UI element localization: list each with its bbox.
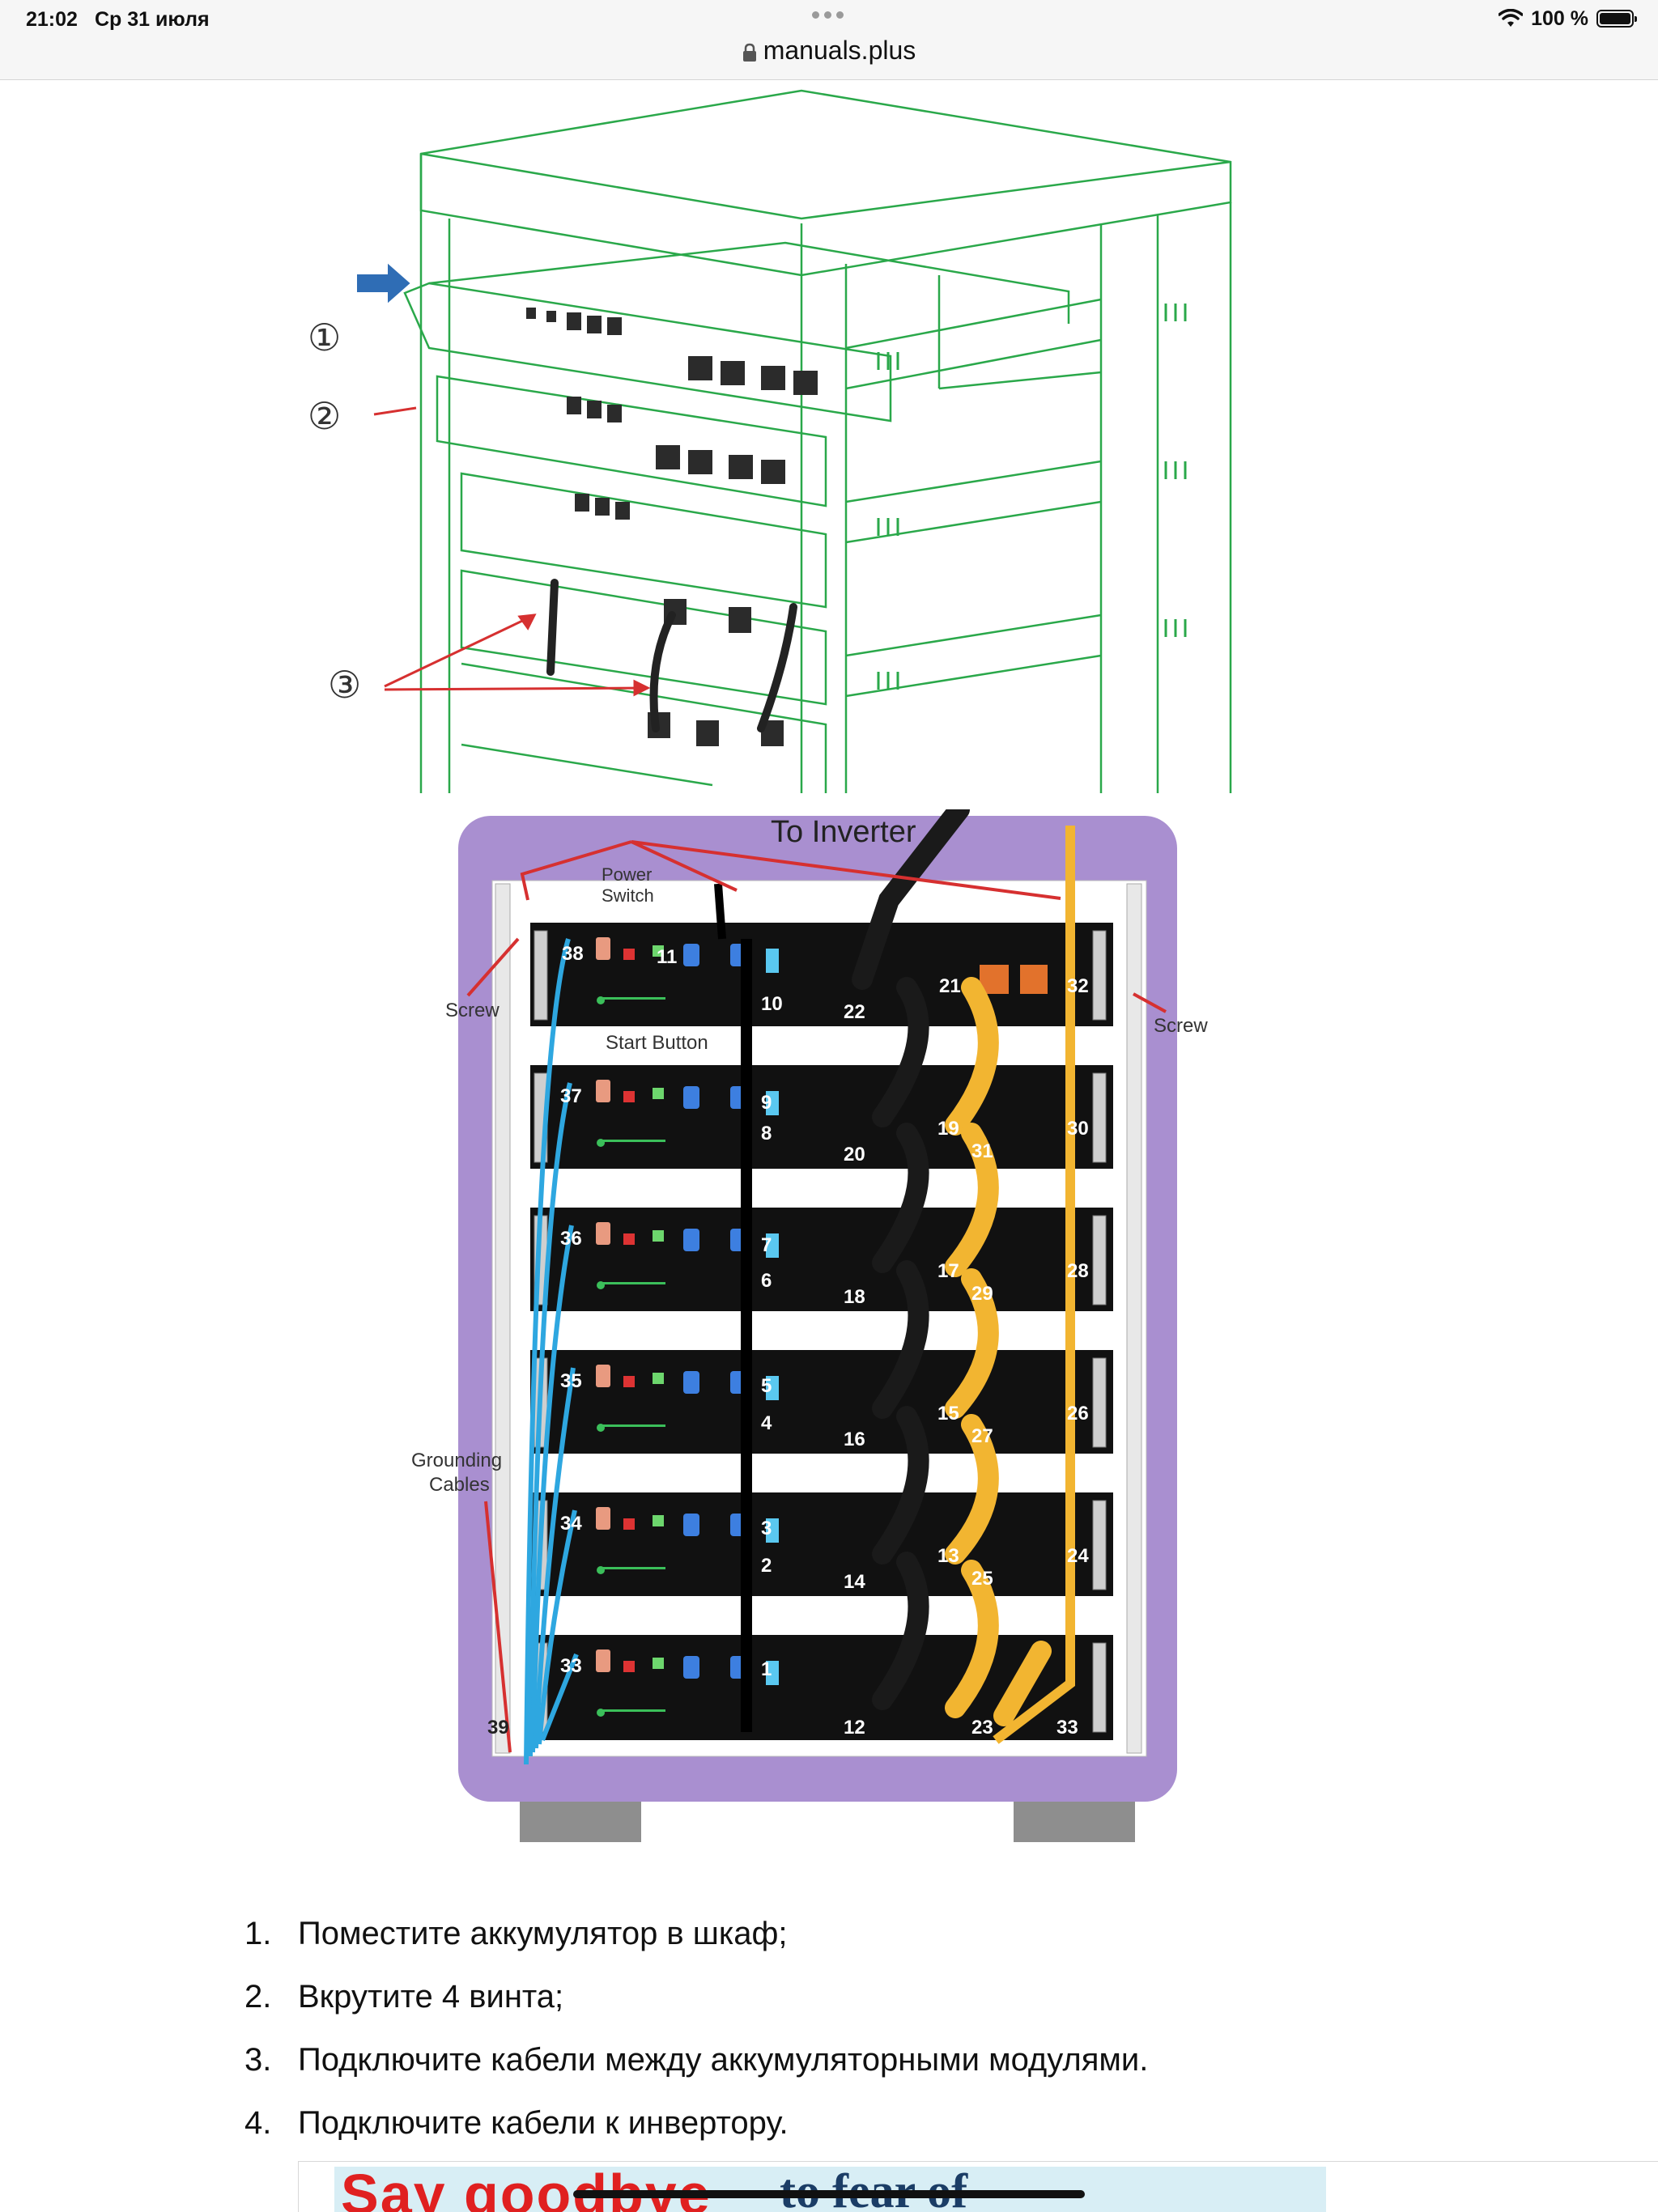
battery-modules: [530, 923, 1113, 1740]
battery-icon: [1596, 10, 1637, 28]
cable-number: 3: [761, 1518, 772, 1539]
cable-number: 4: [761, 1412, 772, 1434]
address-bar[interactable]: manuals.plus: [0, 36, 1658, 66]
power-switch-label-2: Switch: [602, 885, 654, 906]
home-indicator[interactable]: [573, 2190, 1085, 2198]
battery-percent: 100 %: [1531, 6, 1588, 30]
cable-number: 8: [761, 1123, 772, 1144]
cable-number: 18: [844, 1286, 865, 1308]
step-text: Вкрутите 4 винта;: [298, 1978, 564, 2015]
grounding-label-2: Cables: [429, 1474, 490, 1496]
cable-number: 35: [560, 1370, 582, 1392]
callout-2: ②: [308, 394, 341, 438]
cable-number: 14: [844, 1571, 865, 1593]
list-item: 2. Вкрутите 4 винта;: [244, 1965, 1148, 2028]
cable-number: 23: [971, 1717, 993, 1739]
cable-number: 22: [844, 1001, 865, 1023]
cable-number: 11: [657, 946, 677, 968]
cable-number: 20: [844, 1144, 865, 1165]
status-date: Ср 31 июля: [95, 8, 210, 31]
cable-number: 29: [971, 1283, 993, 1305]
list-item: 3. Подключите кабели между аккумуляторным…: [244, 2028, 1148, 2091]
ad-subtext: to fear of: [780, 2167, 968, 2212]
power-switch-label-1: Power: [602, 864, 652, 885]
screw-right-label: Screw: [1154, 1015, 1208, 1037]
lock-icon: [742, 43, 756, 62]
cable-number: 6: [761, 1270, 772, 1292]
cable-number: 16: [844, 1429, 865, 1450]
cable-number: 24: [1067, 1545, 1089, 1567]
callout-3: ③: [328, 663, 361, 707]
advertisement-banner[interactable]: Say goodbye to fear of: [334, 2167, 1326, 2212]
cable-number: 25: [971, 1568, 993, 1590]
cable-number: 33: [1056, 1717, 1078, 1739]
cable-number: 31: [971, 1140, 993, 1162]
cable-number: 15: [937, 1403, 959, 1424]
more-dots-icon[interactable]: [810, 8, 848, 24]
step-number: 3.: [244, 2041, 272, 2078]
installation-steps-list: 1. Поместите аккумулятор в шкаф; 2. Вкрути…: [244, 1902, 1148, 2155]
step-text: Подключите кабели к инвертору.: [298, 2104, 789, 2141]
screw-left-label: Screw: [445, 1000, 500, 1021]
step-text: Подключите кабели между аккумуляторными …: [298, 2041, 1149, 2078]
cable-number: 30: [1067, 1118, 1089, 1140]
cable-number: 34: [560, 1513, 582, 1535]
grounding-label-1: Grounding: [411, 1450, 502, 1471]
step-number: 1.: [244, 1915, 272, 1951]
wifi-icon: [1499, 9, 1524, 27]
url-text: manuals.plus: [763, 36, 916, 65]
browser-top-bar: 21:02 Ср 31 июля 100 % manuals.plus: [0, 0, 1658, 80]
cable-number: 21: [939, 975, 961, 997]
cable-number: 27: [971, 1425, 993, 1447]
insert-arrow-icon: [357, 263, 410, 304]
cable-number: 10: [761, 993, 783, 1015]
cable-number: 28: [1067, 1260, 1089, 1282]
cable-number: 12: [844, 1717, 865, 1739]
advertisement-container: Say goodbye to fear of: [298, 2161, 1658, 2212]
rack-installation-drawing: ① ② ③: [308, 89, 1232, 793]
battery-cabinet-wiring-diagram: To Inverter Power Switch Screw Screw Sta…: [411, 809, 1208, 1842]
step-text: Поместите аккумулятор в шкаф;: [298, 1915, 788, 1951]
cable-number: 37: [560, 1085, 582, 1107]
list-item: 1. Поместите аккумулятор в шкаф;: [244, 1902, 1148, 1965]
cable-number: 39: [487, 1717, 509, 1739]
cable-number: 33: [560, 1655, 582, 1677]
to-inverter-label: To Inverter: [771, 815, 916, 849]
cable-number: 13: [937, 1545, 959, 1567]
cable-number: 9: [761, 1092, 772, 1114]
list-item: 4. Подключите кабели к инвертору.: [244, 2091, 1148, 2155]
cable-number: 36: [560, 1228, 582, 1250]
cable-number: 17: [937, 1260, 959, 1282]
cable-number: 38: [562, 943, 584, 965]
status-right: 100 %: [1499, 6, 1637, 31]
step-number: 4.: [244, 2104, 272, 2141]
cable-number: 32: [1067, 975, 1089, 997]
cable-number: 7: [761, 1234, 772, 1256]
start-button-label: Start Button: [606, 1032, 708, 1054]
ad-headline: Say goodbye: [341, 2167, 712, 2212]
cable-number: 26: [1067, 1403, 1089, 1424]
cable-number: 5: [761, 1375, 772, 1397]
status-time: 21:02: [26, 8, 78, 31]
cable-number: 1: [761, 1658, 772, 1680]
cable-number: 19: [937, 1118, 959, 1140]
cable-number: 2: [761, 1555, 772, 1577]
step-number: 2.: [244, 1978, 272, 2015]
callout-1: ①: [308, 316, 341, 359]
